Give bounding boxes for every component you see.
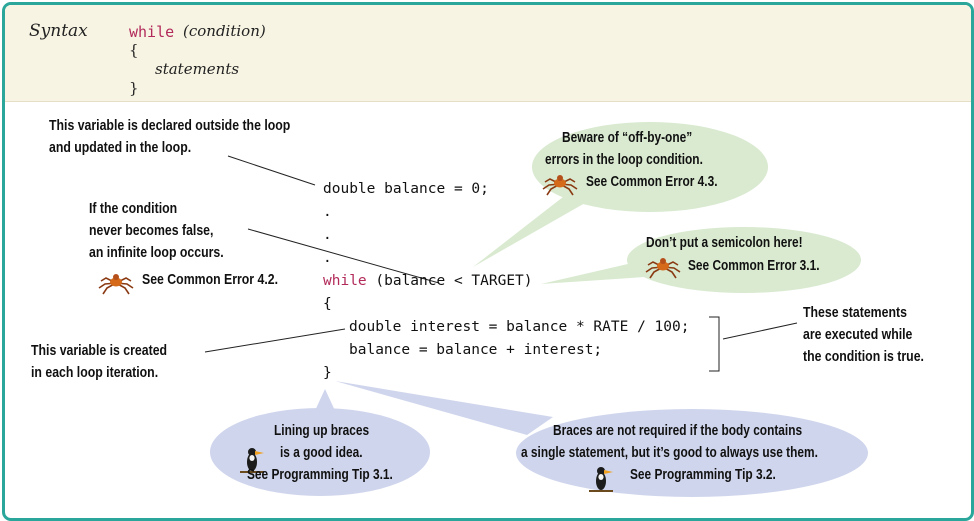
code-while-line: while (balance < TARGET) [323,273,533,289]
code-ellipsis-dot: . [323,227,332,243]
body-bracket [709,316,720,372]
code-body-line: balance = balance + interest; [349,342,603,358]
syntax-condition: (condition) [183,22,266,40]
syntax-open-brace: { [129,41,139,59]
syntax-keyword: while [129,23,175,41]
semicolon-bubble [541,227,861,293]
code-body-line: double interest = balance * RATE / 100; [349,319,690,335]
bubble-braces-line: a single statement, but it’s good to alw… [521,445,818,461]
code-open-brace: { [323,296,332,312]
code-close-brace: } [323,365,332,381]
executed-connector [722,322,798,340]
bubble-lining-up-line: is a good idea. [280,445,363,461]
code-ellipsis-dot: . [323,250,332,266]
declared-connector [227,155,316,186]
code-while-condition: (balance < TARGET) [366,273,533,289]
bubble-semicolon: Don’t put a semicolon here! [646,235,803,251]
code-while-keyword: while [323,273,367,289]
note-infinite-loop-ref: See Common Error 4.2. [142,271,279,288]
syntax-statements: statements [155,60,240,78]
spider-icon [98,274,134,295]
note-declared-outside: This variable is declared outside the lo… [49,117,291,156]
bubble-semicolon-ref: See Common Error 3.1. [688,258,820,274]
callout-graphics [98,122,868,497]
toucan-icon [589,467,613,492]
bubble-braces-line: Braces are not required if the body cont… [553,423,803,439]
code-balance-declaration: double balance = 0; [323,181,489,197]
syntax-label: Syntax [29,21,88,41]
created-connector [204,328,346,353]
bubble-lining-up-ref: See Programming Tip 3.1. [247,467,393,483]
bubble-off-by-one-line: errors in the loop condition. [545,152,703,168]
bubble-off-by-one-ref: See Common Error 4.3. [586,174,718,190]
lining-up-bubble [210,389,430,496]
spider-icon [645,258,681,279]
toucan-icon [240,448,264,473]
bubble-braces-ref: See Programming Tip 3.2. [630,467,776,483]
code-ellipsis-dot: . [323,204,332,220]
bubble-lining-up-line: Lining up braces [274,423,370,439]
syntax-close-brace: } [129,79,139,97]
off-by-one-bubble [473,122,768,267]
bubble-off-by-one-line: Beware of “off-by-one” [562,130,693,146]
spider-icon [542,175,578,196]
syntax-band [5,5,971,102]
infinite-loop-connector [247,228,440,284]
